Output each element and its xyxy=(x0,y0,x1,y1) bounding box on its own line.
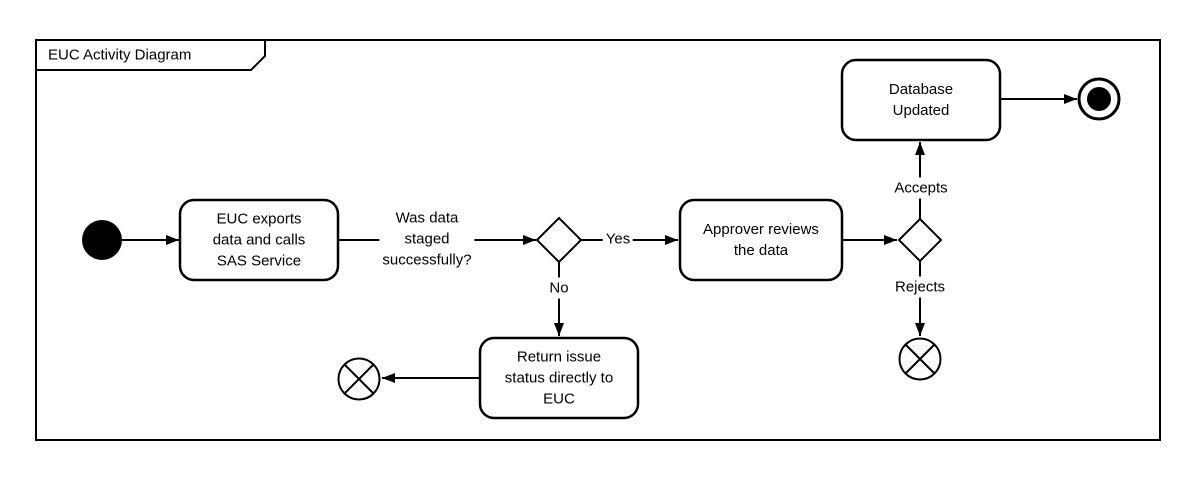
cancel-end-node-left xyxy=(337,357,381,401)
activity-export-label: EUC exports data and calls SAS Service xyxy=(212,210,306,270)
decision-diamond-staged xyxy=(535,216,583,264)
edge-rejects-label: Rejects xyxy=(891,276,949,298)
edge-no-label: No xyxy=(546,277,572,299)
final-node xyxy=(1077,77,1121,121)
activity-review-label: Approver reviews the data xyxy=(703,221,819,259)
decision-diamond-approval xyxy=(897,217,943,263)
edge-accepts-label: Accepts xyxy=(891,177,951,199)
frame-border xyxy=(35,39,1161,441)
activity-return-task xyxy=(478,336,640,420)
frame-title-tab xyxy=(35,39,266,71)
frame-title: EUC Activity Diagram xyxy=(48,46,192,64)
start-node xyxy=(82,220,122,260)
edge-yes-label: Yes xyxy=(602,228,634,250)
activity-export-task xyxy=(178,198,340,282)
activity-review-task xyxy=(678,198,844,282)
activity-database-label: Database Updated xyxy=(888,81,954,119)
edge-question-label: Was data staged successfully? xyxy=(379,207,475,271)
cancel-end-node-right xyxy=(898,337,942,381)
activity-return-label: Return issue status directly to EUC xyxy=(504,348,614,408)
activity-database-task xyxy=(840,58,1002,142)
